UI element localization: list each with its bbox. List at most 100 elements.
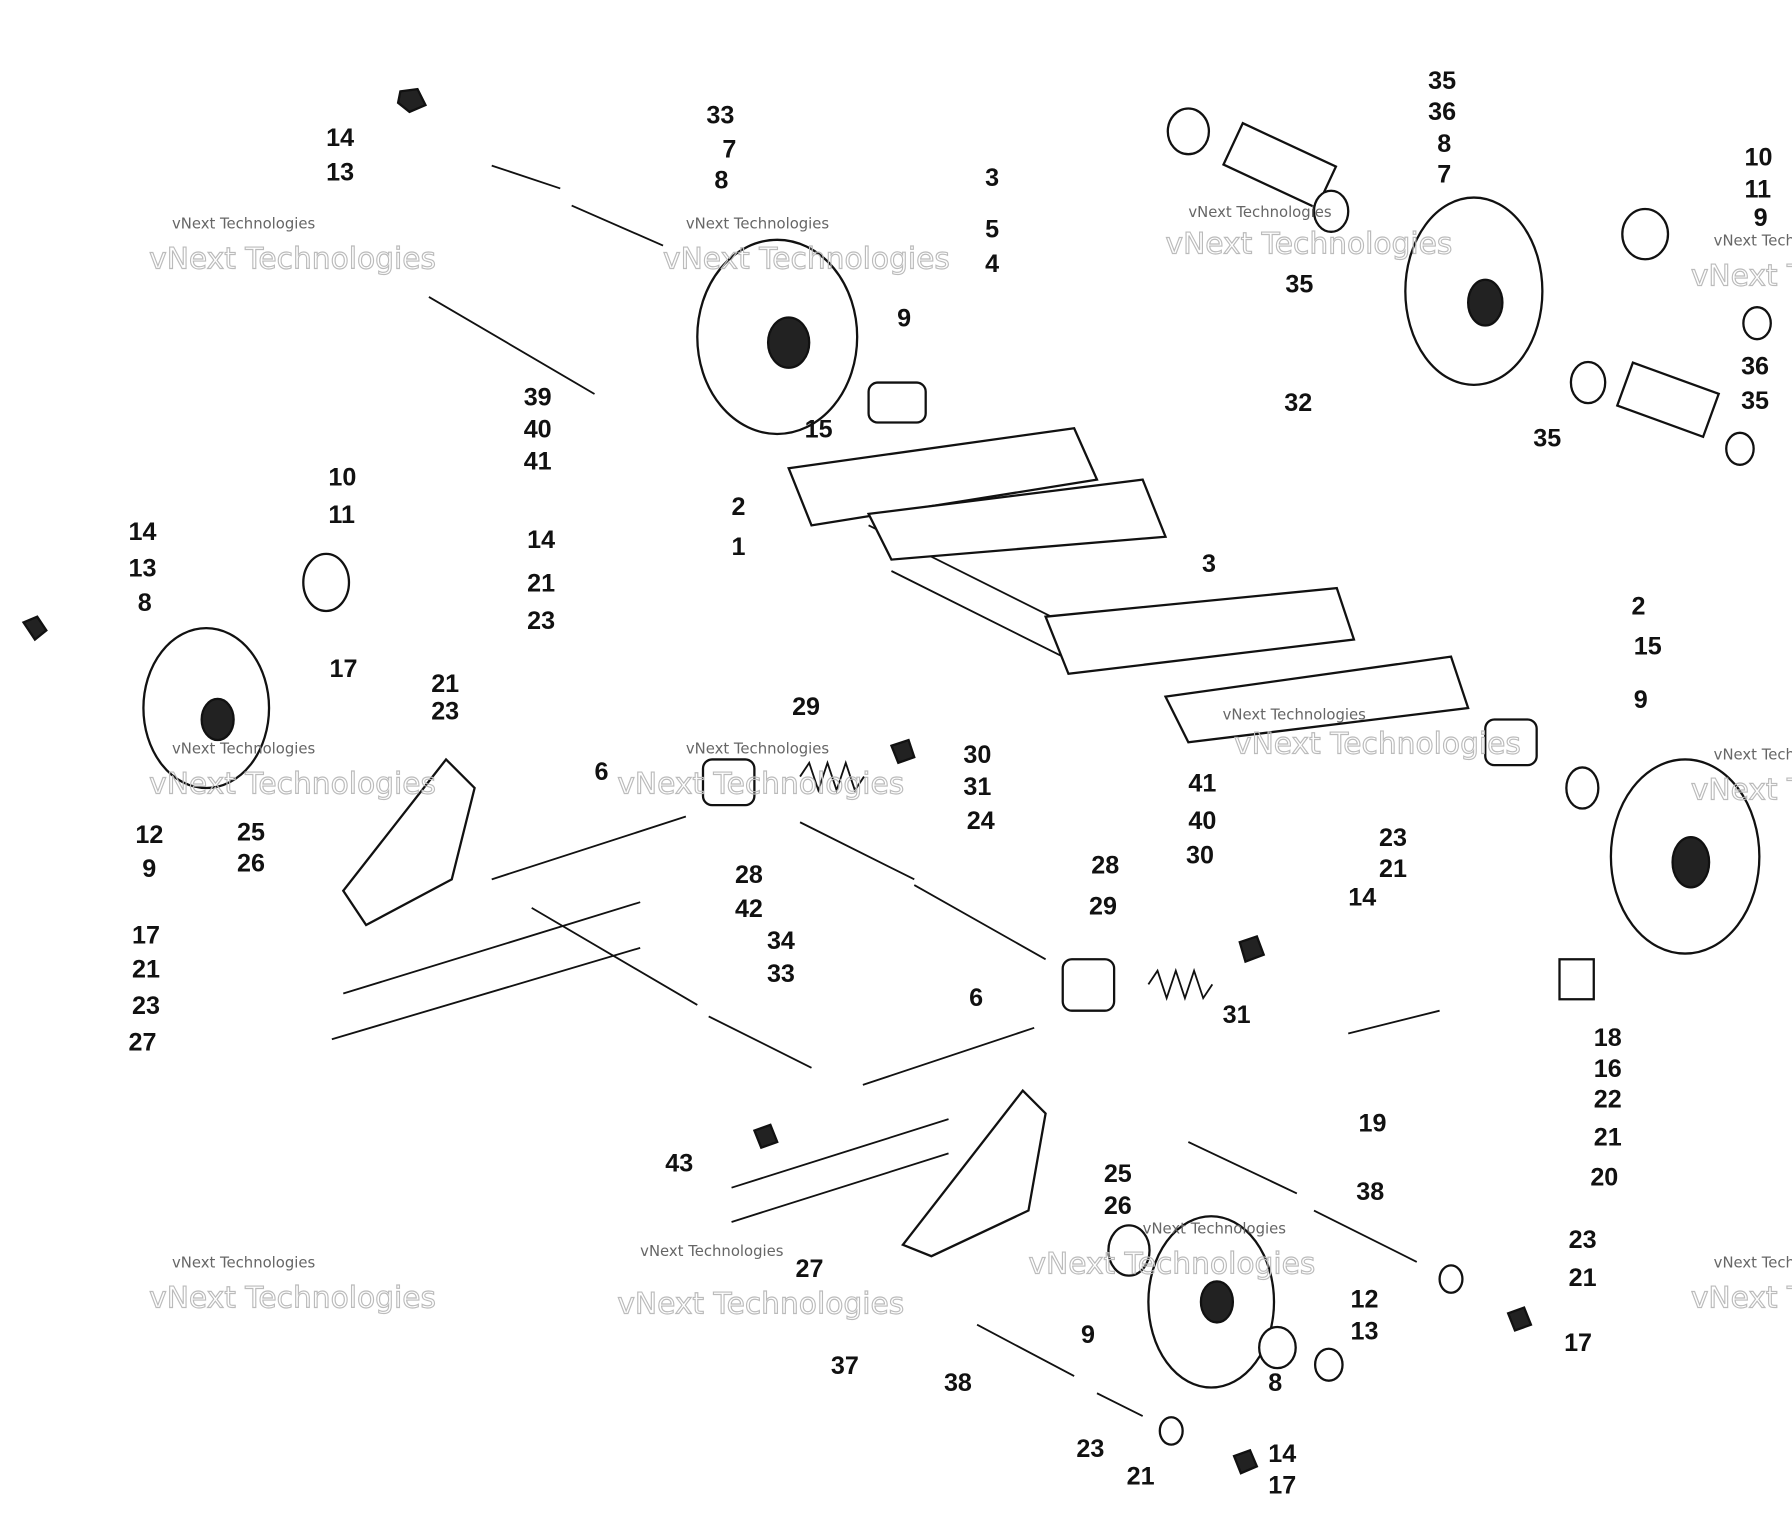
adjuster-rod (491, 815, 1035, 1086)
callout-label: 34 (767, 927, 795, 955)
callout-label: 4 (985, 250, 999, 278)
callout-label: 28 (1091, 852, 1119, 880)
callout-label: 17 (330, 655, 358, 683)
callout-label: 18 (1594, 1024, 1622, 1052)
callout-label: 11 (328, 501, 355, 529)
callout-label: 8 (138, 589, 152, 617)
watermark-logo: vNext Technologies (663, 241, 950, 276)
watermark-logo: vNext Technologies (149, 767, 436, 802)
callout-label: 42 (735, 895, 763, 923)
callout-label: 5 (985, 216, 999, 244)
mount-plate (901, 1088, 1047, 1258)
callout-label: 38 (1356, 1178, 1384, 1206)
watermark-text: vNext Technologies (686, 741, 829, 758)
watermark-text: vNext Technologies (172, 1255, 315, 1272)
callout-label: 26 (237, 849, 265, 877)
watermark-text: vNext Technologies (172, 741, 315, 758)
watermark-logo: vNext Technologies (149, 241, 436, 276)
callout-label: 21 (431, 670, 459, 698)
watermark-text: vNext Technologies (1143, 1220, 1286, 1237)
callout-label: 13 (129, 555, 157, 583)
callout-label: 41 (1188, 769, 1216, 797)
callout-label: 35 (1285, 270, 1313, 298)
callout-label: 1 (732, 533, 746, 561)
callout-label: 6 (595, 758, 609, 786)
callout-label: 25 (1104, 1160, 1132, 1188)
callout-label: 23 (1379, 824, 1407, 852)
callout-label: 35 (1428, 67, 1456, 95)
watermark-text: vNext Technologies (1714, 1255, 1792, 1272)
callout-label: 23 (527, 607, 555, 635)
suspension-arm-plate (1043, 586, 1356, 676)
callout-label: 21 (132, 956, 160, 984)
callout-label: 21 (1127, 1463, 1155, 1491)
callout-label: 23 (132, 992, 160, 1020)
callout-label: 40 (1188, 807, 1216, 835)
watermark-logo: vNext Technologies (1691, 772, 1792, 807)
callout-label: 28 (735, 861, 763, 889)
watermark-text: vNext Technologies (1714, 746, 1792, 763)
callout-label: 14 (1348, 884, 1376, 912)
callout-label: 30 (963, 741, 991, 769)
callout-label: 21 (527, 570, 555, 598)
parts-drawing (21, 87, 1772, 1475)
watermark-logo: vNext Technologies (1691, 259, 1792, 294)
callout-label: 17 (1268, 1472, 1296, 1500)
callout-label: 41 (524, 447, 552, 475)
watermark-logo: vNext Technologies (1166, 227, 1453, 262)
watermark-text: vNext Technologies (1223, 706, 1366, 723)
mount-plate (341, 757, 476, 927)
callout-label: 19 (1359, 1110, 1387, 1138)
suspension-arm-plate (1163, 655, 1470, 744)
callout-label: 35 (1741, 387, 1769, 415)
watermark-text: vNext Technologies (686, 215, 829, 232)
callout-label: 8 (1437, 130, 1451, 158)
callout-label: 29 (792, 693, 820, 721)
callout-label: 8 (1268, 1369, 1282, 1397)
watermark-logo: vNext Technologies (1691, 1281, 1792, 1316)
callout-label: 8 (714, 166, 728, 194)
callout-label: 21 (1569, 1264, 1597, 1292)
callout-label: 23 (431, 697, 459, 725)
callout-label: 15 (805, 415, 833, 443)
callout-label: 2 (1631, 592, 1645, 620)
watermark-logo: vNext Technologies (149, 1281, 436, 1316)
callout-label: 17 (132, 921, 160, 949)
callout-label: 35 (1533, 425, 1561, 453)
callout-label: 3 (1202, 550, 1216, 578)
callout-label: 24 (967, 807, 995, 835)
callout-label: 30 (1186, 841, 1214, 869)
callout-label: 13 (1351, 1318, 1379, 1346)
watermark-text: vNext Technologies (172, 215, 315, 232)
callout-label: 14 (129, 518, 157, 546)
callout-label: 13 (326, 158, 354, 186)
callout-label: 9 (897, 305, 911, 333)
callout-label: 3 (985, 164, 999, 192)
callout-label: 12 (135, 821, 163, 849)
callout-label: 26 (1104, 1192, 1132, 1220)
callout-label: 25 (237, 819, 265, 847)
callout-label: 7 (1437, 161, 1451, 189)
callout-label: 23 (1076, 1435, 1104, 1463)
callout-label: 36 (1741, 353, 1769, 381)
frame-rail (331, 901, 949, 1223)
callout-label: 37 (831, 1352, 859, 1380)
watermarks: vNext Technologies vNext Technologies vNex… (149, 204, 1792, 1322)
callout-label: 27 (796, 1255, 824, 1283)
callout-label: 7 (722, 136, 736, 164)
callout-label: 20 (1590, 1163, 1618, 1191)
callout-label: 6 (969, 984, 983, 1012)
callout-label: 16 (1594, 1055, 1622, 1083)
callout-label: 17 (1564, 1329, 1592, 1357)
callout-label: 14 (326, 124, 354, 152)
callout-label: 12 (1351, 1286, 1379, 1314)
watermark-logo: vNext Technologies (617, 767, 904, 802)
callout-label: 31 (963, 773, 991, 801)
callout-label: 14 (1268, 1440, 1296, 1468)
watermark-text: vNext Technologies (1714, 233, 1792, 250)
callout-label: 9 (142, 855, 156, 883)
callout-label: 9 (1634, 686, 1648, 714)
callout-label: 40 (524, 415, 552, 443)
callout-label: 14 (527, 526, 555, 554)
